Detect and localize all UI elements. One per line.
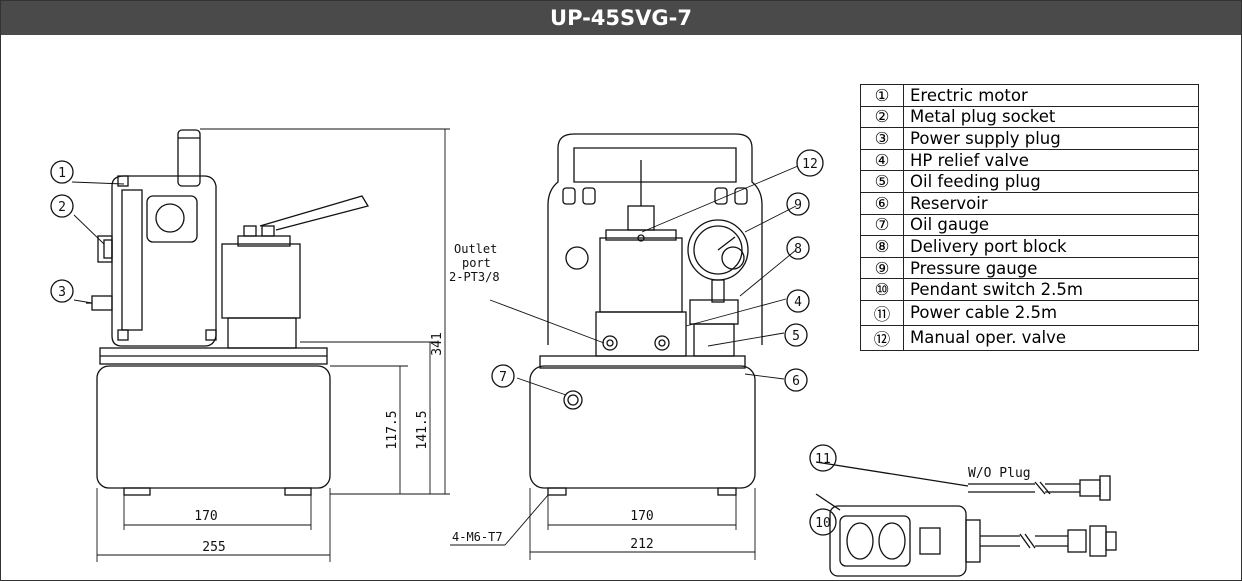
callout-12: 12 [802, 157, 818, 172]
side-motor-housing [111, 175, 217, 347]
callout-6: 6 [792, 374, 800, 389]
side-handle [177, 129, 201, 187]
side-power-plug [91, 295, 113, 311]
front-view [450, 133, 763, 560]
outlet-note-line1: Outlet [454, 242, 497, 256]
pendant-detail [815, 461, 1117, 577]
legend-description: Oil feeding plug [903, 170, 1199, 193]
dim-side-overall: 255 [202, 540, 225, 555]
legend-number: ⑤ [860, 170, 904, 193]
legend-number: ① [860, 84, 904, 107]
callout-9: 9 [794, 198, 802, 213]
legend-number: ② [860, 105, 904, 129]
legend-description: Power supply plug [903, 127, 1199, 150]
dim-height-141: 141.5 [415, 410, 430, 449]
outlet-note-line2: port [462, 256, 491, 270]
front-handle-cover [547, 133, 763, 345]
legend-description: HP relief valve [903, 148, 1199, 172]
legend-description: Delivery port block [903, 235, 1199, 258]
legend-description: Metal plug socket [903, 105, 1199, 129]
callout-labels: 1 2 3 4 5 6 7 8 9 10 11 12 [58, 157, 831, 531]
dim-height-117: 117.5 [385, 410, 400, 449]
front-oil-gauge [563, 390, 583, 410]
page-title: UP-45SVG-7 [1, 1, 1241, 35]
legend-number: ⑦ [860, 213, 904, 237]
side-lever [259, 195, 370, 231]
legend-description: Power cable 2.5m [903, 299, 1199, 326]
legend-number: ⑨ [860, 256, 904, 280]
callout-3: 3 [58, 285, 66, 300]
callout-11: 11 [815, 452, 831, 467]
notes: Outlet port 2-PT3/8 4-M6-T7 W/O Plug [449, 242, 1031, 544]
front-reservoir [529, 365, 756, 489]
callout-1: 1 [58, 166, 66, 181]
callout-leaders [71, 165, 799, 396]
legend-number: ⑫ [860, 324, 904, 351]
callout-7: 7 [499, 370, 507, 385]
dim-side-base: 170 [194, 509, 217, 524]
legend-description: Manual oper. valve [903, 324, 1199, 351]
dim-overall-height: 341 [430, 332, 445, 355]
callout-10: 10 [815, 516, 831, 531]
callout-8: 8 [794, 242, 802, 257]
legend-number: ③ [860, 127, 904, 150]
dim-front-base: 170 [630, 509, 653, 524]
side-foot-right [284, 487, 312, 496]
legend-number: ⑧ [860, 235, 904, 258]
side-valve-block [221, 243, 301, 319]
legend-description: Pressure gauge [903, 256, 1199, 280]
side-view [86, 128, 450, 562]
side-foot-left [123, 487, 151, 496]
callout-4: 4 [794, 295, 802, 310]
front-pump-block [599, 237, 683, 313]
legend-number: ⑥ [860, 191, 904, 215]
dimension-labels: 170 255 170 212 341 141.5 117.5 [194, 332, 653, 555]
side-reservoir [96, 365, 331, 489]
callout-2: 2 [58, 200, 66, 215]
legend-number: ④ [860, 148, 904, 172]
legend-number: ⑪ [860, 299, 904, 326]
dim-front-overall: 212 [630, 537, 653, 552]
legend-description: Erectric motor [903, 84, 1199, 107]
legend-number: ⑩ [860, 278, 904, 301]
cable-plug-note: W/O Plug [968, 466, 1031, 481]
legend-description: Reservoir [903, 191, 1199, 215]
outlet-note-line3: 2-PT3/8 [449, 270, 500, 284]
legend-description: Oil gauge [903, 213, 1199, 237]
mount-note: 4-M6-T7 [452, 530, 503, 544]
callout-5: 5 [792, 329, 800, 344]
callout-circles [50, 149, 837, 536]
legend-description: Pendant switch 2.5m [903, 278, 1199, 301]
